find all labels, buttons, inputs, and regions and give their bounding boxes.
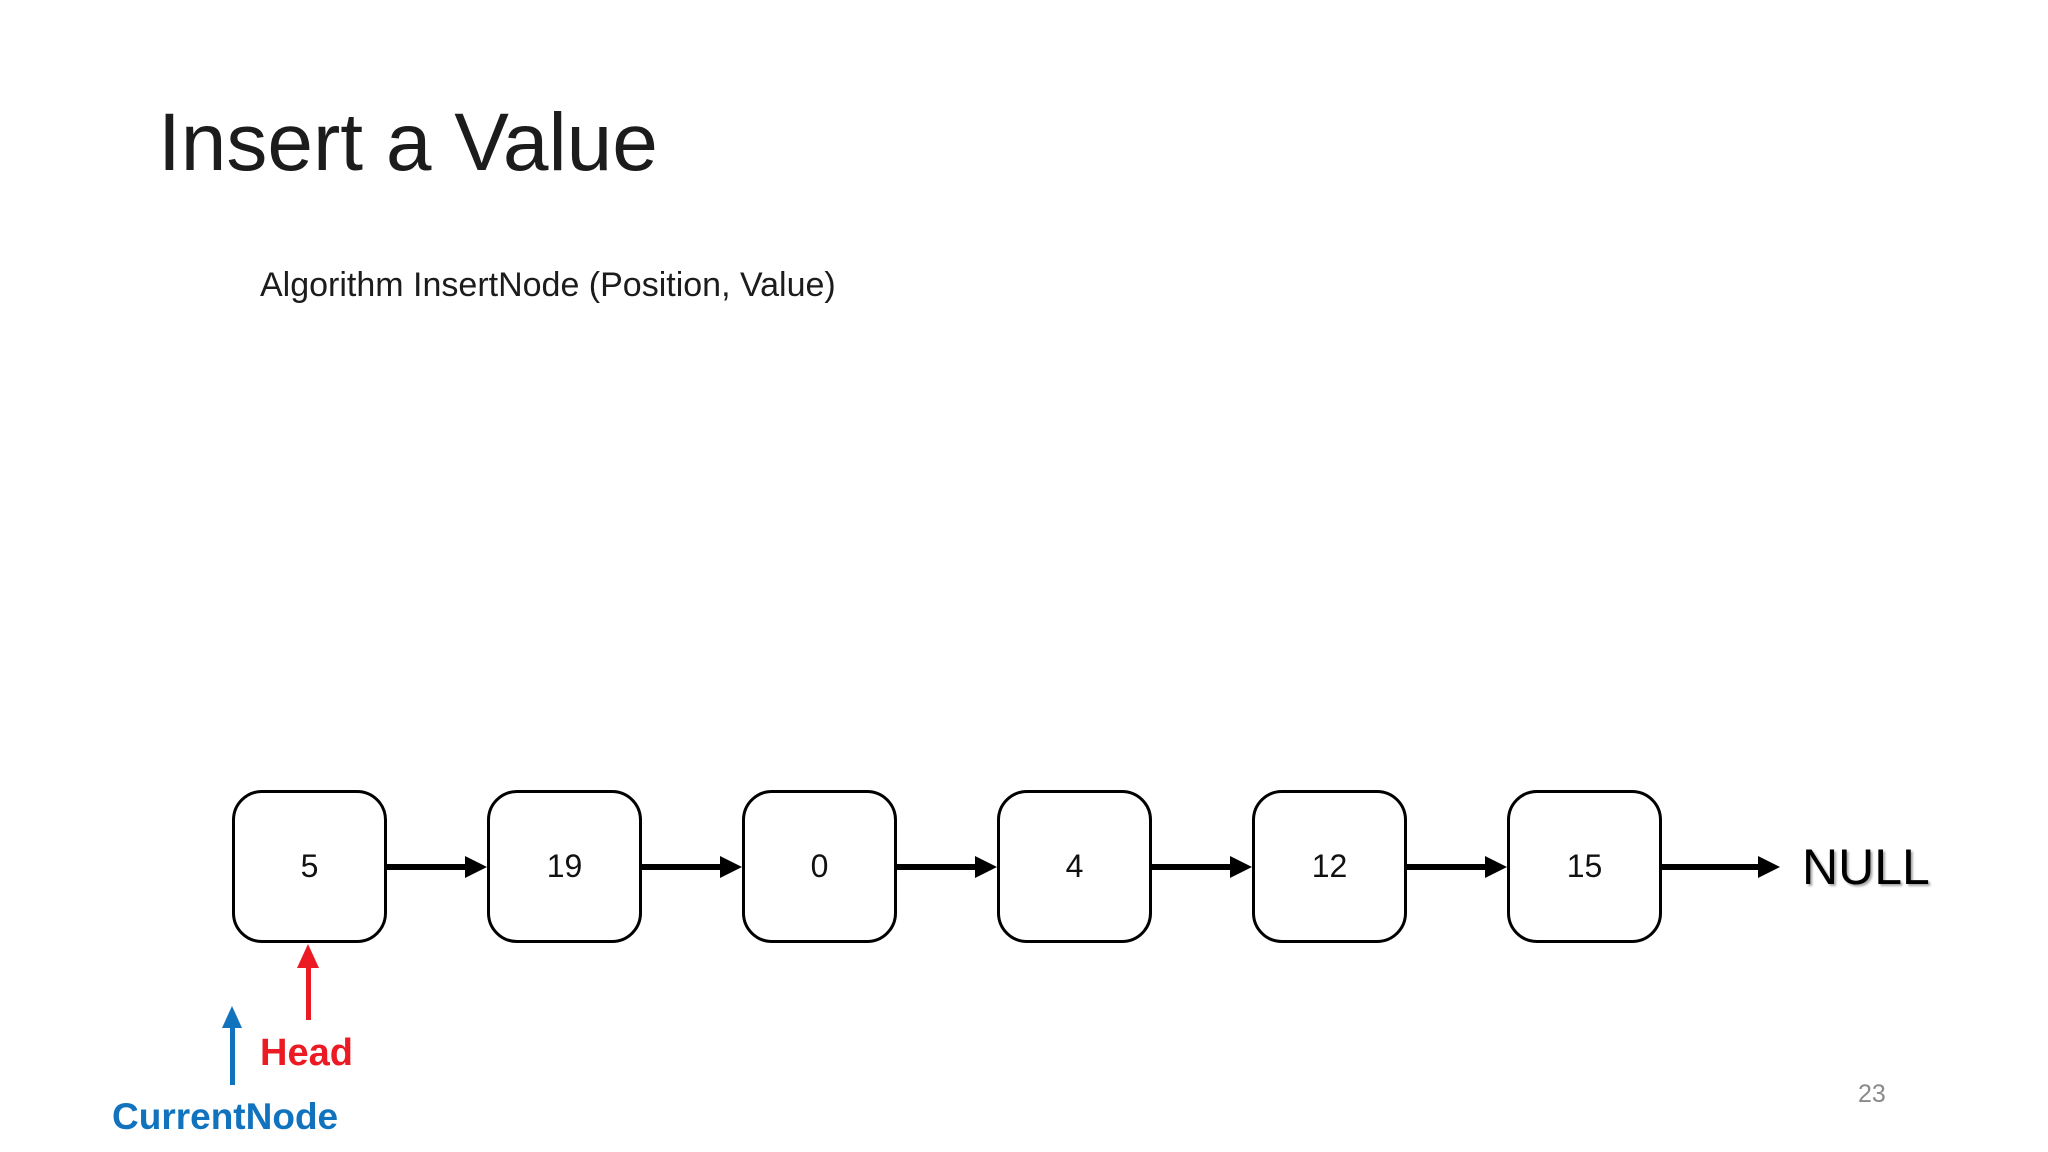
- next-pointer-arrow-icon: [1152, 790, 1252, 943]
- next-pointer-shaft: [1662, 863, 1762, 870]
- next-pointer-shaft: [1407, 863, 1489, 870]
- current-node-pointer-label: CurrentNode: [112, 1096, 339, 1137]
- page-number: 23: [1858, 1080, 1886, 1108]
- list-node: 5: [232, 790, 387, 943]
- node-value: 0: [810, 848, 829, 884]
- next-pointer-arrow-icon: [642, 790, 742, 943]
- next-pointer-arrowhead: [465, 855, 487, 878]
- head-pointer-arrow-icon: [297, 944, 319, 1020]
- list-node: 12: [1252, 790, 1407, 943]
- next-pointer-shaft: [387, 863, 469, 870]
- list-node: 0: [742, 790, 897, 943]
- next-pointer-arrowhead: [1230, 855, 1252, 878]
- current-node-pointer-shaft: [229, 1028, 235, 1085]
- list-node: 15: [1507, 790, 1662, 943]
- node-value: 5: [300, 848, 319, 884]
- next-pointer-arrowhead: [720, 855, 742, 878]
- current-node-pointer-arrowhead: [222, 1006, 242, 1028]
- linked-list: 5 19 0 4 12 15 NULL: [232, 790, 1930, 943]
- next-pointer-shaft: [1152, 863, 1234, 870]
- next-pointer-arrow-icon: [897, 790, 997, 943]
- next-pointer-arrow-icon: [1407, 790, 1507, 943]
- next-pointer-arrowhead: [1758, 855, 1780, 878]
- next-pointer-arrowhead: [1485, 855, 1507, 878]
- head-pointer-arrowhead: [297, 944, 319, 968]
- next-pointer-shaft: [642, 863, 724, 870]
- node-value: 4: [1065, 848, 1084, 884]
- current-node-pointer-arrow-icon: [222, 1006, 242, 1085]
- head-pointer-shaft: [305, 968, 311, 1020]
- node-value: 19: [546, 848, 583, 884]
- node-value: 12: [1311, 848, 1348, 884]
- list-node: 19: [487, 790, 642, 943]
- algorithm-subtitle: Algorithm InsertNode (Position, Value): [260, 266, 836, 304]
- null-label: NULL: [1802, 838, 1930, 895]
- head-pointer-label: Head: [260, 1032, 353, 1074]
- slide-title: Insert a Value: [158, 97, 658, 188]
- next-pointer-arrow-icon: [1662, 790, 1780, 943]
- list-node: 4: [997, 790, 1152, 943]
- next-pointer-arrowhead: [975, 855, 997, 878]
- node-value: 15: [1566, 848, 1603, 884]
- next-pointer-arrow-icon: [387, 790, 487, 943]
- next-pointer-shaft: [897, 863, 979, 870]
